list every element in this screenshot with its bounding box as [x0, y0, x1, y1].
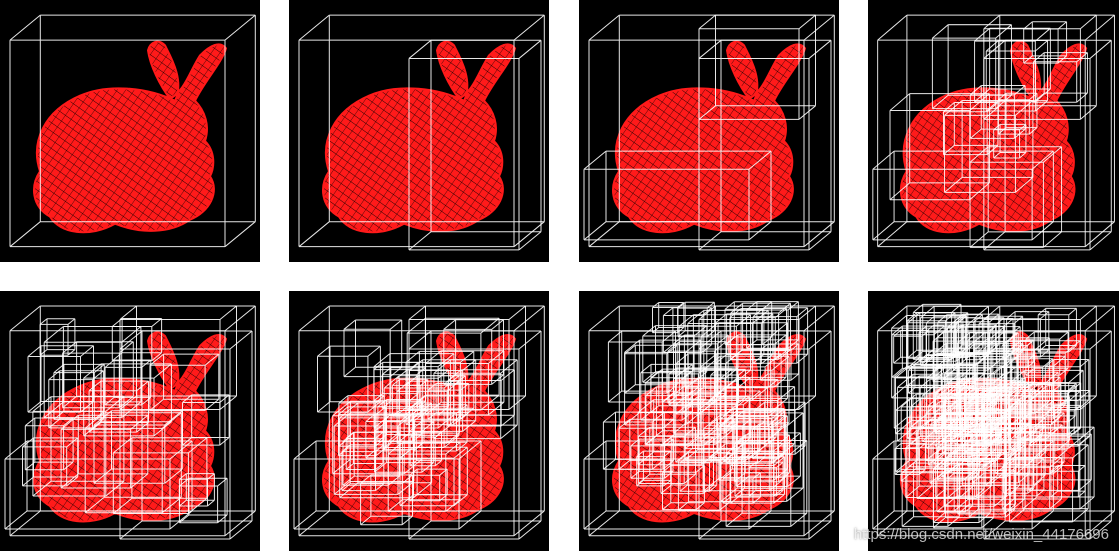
octree-box [932, 459, 991, 523]
octree-box [872, 150, 1054, 241]
octree-box [933, 342, 998, 415]
octree-box [985, 40, 1049, 112]
octree-box [149, 353, 220, 411]
octree-box [9, 14, 256, 248]
octree-box [298, 14, 545, 248]
bunny-panel-4 [868, 0, 1119, 262]
octree-box [947, 417, 1021, 498]
octree-box [387, 441, 461, 512]
octree-box [1023, 21, 1068, 64]
octree-box [992, 371, 1059, 441]
octree-box [947, 450, 980, 480]
octree-box [908, 420, 956, 468]
octree-box [894, 442, 926, 475]
octree-box [178, 473, 215, 507]
octree-box [630, 438, 674, 479]
bunny-mesh [33, 40, 228, 234]
octree-box [993, 123, 1027, 159]
octree-box [178, 477, 228, 524]
octree-box [652, 302, 685, 334]
octree-box [964, 389, 1003, 427]
octree-box [677, 301, 715, 338]
octree-box [684, 396, 750, 461]
octree-box [759, 343, 800, 381]
bunny-panel-3 [579, 0, 839, 262]
octree-box [39, 318, 76, 356]
bunny-panel-6 [289, 291, 549, 551]
octree-box [1006, 311, 1050, 358]
octree-box [409, 359, 477, 432]
octree-box [725, 378, 779, 427]
octree-box [433, 359, 518, 440]
octree-box [725, 440, 808, 527]
bunny-panel-5 [0, 291, 260, 551]
octree-box [583, 150, 772, 241]
bunny-mesh [322, 40, 517, 234]
octree-box [1009, 369, 1084, 449]
octree-box [373, 361, 419, 402]
octree-box [677, 451, 731, 511]
octree-box [317, 345, 381, 413]
octree-box [62, 341, 134, 409]
octree-box [698, 39, 832, 251]
octree-box [341, 444, 385, 492]
octree-box [607, 330, 676, 403]
octree-box [931, 24, 1012, 110]
octree-box [338, 406, 386, 457]
octree-box [22, 437, 79, 487]
octree-box [111, 318, 163, 362]
octree-box [427, 383, 470, 420]
octree-box [406, 317, 500, 411]
octree-box [1037, 307, 1077, 353]
octree-box [112, 437, 208, 514]
bunny-mesh [612, 40, 807, 234]
octree-box [119, 305, 237, 410]
octree-box [735, 432, 801, 487]
octree-box [983, 330, 1112, 540]
octree-box [912, 303, 962, 360]
octree-box [698, 14, 816, 120]
octree-box [408, 330, 542, 540]
watermark-text: https://blog.csdn.net/weixin_44176696 [853, 526, 1109, 543]
octree-box [119, 330, 253, 540]
octree-box [1032, 52, 1088, 103]
octree-box [343, 319, 403, 378]
bunny-panel-1 [0, 0, 260, 262]
octree-box [944, 99, 1034, 193]
bunny-panel-8 [868, 291, 1119, 551]
octree-box [969, 146, 1063, 248]
bunny-panel-2 [289, 0, 549, 262]
octree-box [618, 418, 675, 470]
octree-box [702, 355, 790, 438]
octree-box [640, 363, 693, 421]
bunny-panel-7 [579, 291, 839, 551]
octree-box [698, 330, 832, 540]
octree-box [408, 39, 542, 251]
octree-box [700, 322, 788, 413]
octree-box [624, 344, 678, 394]
octree-box [88, 380, 149, 433]
